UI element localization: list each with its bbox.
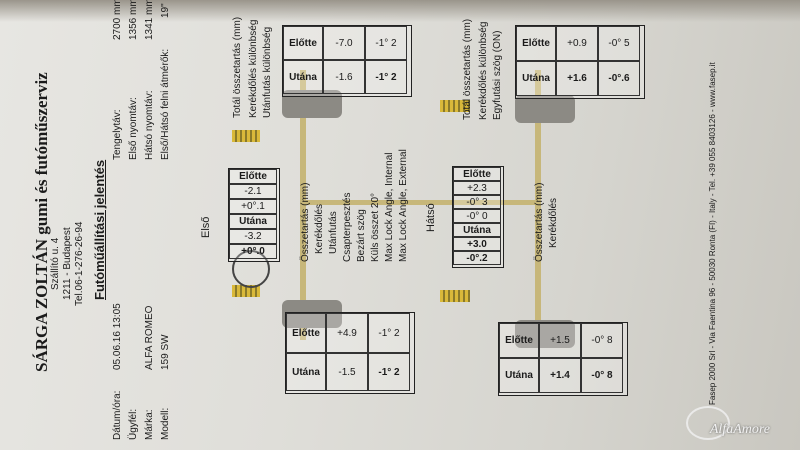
front-right-table: Előtte -7.0 -1° 2 Utána -1.6 -1° 2 (282, 25, 412, 97)
label-wheelbase: Tengelytáv: (112, 109, 123, 160)
front-left-col-after: Utána (286, 353, 326, 391)
front-label-lock-ext: Max Lock Angle, External (398, 149, 409, 262)
front-label-included: Bezárt szög (356, 209, 367, 262)
front-right-spring (232, 130, 260, 142)
rear-left-col-before: Előtte (499, 323, 539, 358)
company-name: SÁRGA ZOLTÁN gumi és futóműszerviz (32, 72, 51, 372)
front-left-before-1: +4.9 (326, 313, 368, 353)
value-make: ALFA ROMEO (144, 305, 155, 370)
rear-section-title: Hátsó (425, 203, 437, 232)
front-left-spring (232, 285, 260, 297)
front-center-col-after: Utána (229, 214, 277, 229)
rear-center-table: Előtte +2.3 -0° 3 -0° 0 Utána +3.0 -0°.2 (452, 166, 504, 268)
chassis-line (306, 200, 536, 205)
rear-left-after-1: +1.4 (539, 358, 581, 393)
value-date: 05.06.16 13:05 (112, 303, 123, 370)
rear-axle-line (535, 70, 541, 340)
front-right-before-2: -1° 2 (365, 26, 407, 60)
footer-text: Fasep 2000 Srl - Via Faentina 96 - 50030… (708, 62, 717, 405)
rear-center-after-2: -0°.2 (453, 251, 501, 265)
value-front-track: 1356 mm (128, 0, 139, 40)
rear-left-table: Előtte +1.5 -0° 8 Utána +1.4 -0° 8 (498, 322, 628, 396)
value-rear-track: 1341 mm (144, 0, 155, 40)
front-right-col-before: Előtte (283, 26, 323, 60)
front-left-table: Előtte +4.9 -1° 2 Utána -1.5 -1° 2 (285, 312, 415, 394)
front-label-caster-diff: Utánfutás különbség (262, 26, 273, 118)
front-center-table: Előtte -2.1 +0°.1 Utána -3.2 +0°.0 (228, 168, 280, 262)
company-address-1: Szállító u. 4 (50, 237, 61, 290)
front-label-caster: Utánfutás (328, 211, 339, 254)
label-rim-diameter: Első/Hátsó felni átmérők: (160, 48, 171, 160)
rear-center-before-2: -0° 3 (453, 195, 501, 209)
rear-label-thrust: Egyfutási szög (ON) (492, 30, 503, 120)
front-left-col-before: Előtte (286, 313, 326, 353)
rear-center-col-before: Előtte (453, 167, 501, 181)
rear-left-before-2: -0° 8 (581, 323, 623, 358)
rear-label-total-toe: Totál összetartás (mm) (462, 18, 473, 120)
steering-wheel-icon (232, 250, 270, 288)
front-label-kpi: Csapterpesztés (342, 192, 353, 262)
front-axle-line (300, 70, 306, 340)
front-left-before-2: -1° 2 (368, 313, 410, 353)
front-label-lock-int: Max Lock Angle, Internal (384, 152, 395, 262)
label-date: Dátum/óra: (112, 390, 123, 440)
rear-center-after-1: +3.0 (453, 237, 501, 251)
rear-right-after-2: -0°.6 (598, 61, 640, 96)
rear-center-before-3: -0° 0 (453, 209, 501, 223)
front-center-before-1: -2.1 (229, 184, 277, 199)
rear-right-wheel (515, 95, 575, 123)
company-phone: Tel.06-1-276-26-94 (74, 221, 85, 307)
front-section-title: Első (200, 216, 212, 238)
front-label-toe-out: Küls összet 20° (370, 192, 381, 262)
front-label-toe: Összetartás (mm) (300, 182, 311, 262)
front-right-after-1: -1.6 (323, 60, 365, 94)
rear-left-spring (440, 290, 470, 302)
rear-left-col-after: Utána (499, 358, 539, 393)
front-right-col-after: Utána (283, 60, 323, 94)
rear-left-wheel (515, 320, 575, 348)
value-rim-diameter: 19" (160, 3, 171, 18)
report-title: Futóműállítási jelentés (92, 159, 107, 300)
front-label-camber: Kerékdőlés (314, 203, 325, 254)
label-model: Modell: (160, 407, 171, 440)
front-left-after-1: -1.5 (326, 353, 368, 391)
rear-right-before-2: -0° 5 (598, 26, 640, 61)
front-center-after-2: +0°.0 (229, 244, 277, 259)
rear-right-after-1: +1.6 (556, 61, 598, 96)
rear-center-before-1: +2.3 (453, 181, 501, 195)
rear-left-after-2: -0° 8 (581, 358, 623, 393)
rear-right-table: Előtte +0.9 -0° 5 Utána +1.6 -0°.6 (515, 25, 645, 99)
front-right-after-2: -1° 2 (365, 60, 407, 94)
rear-left-before-1: +1.5 (539, 323, 581, 358)
rear-label-camber: Kerékdőlés (548, 197, 559, 248)
front-center-after-1: -3.2 (229, 229, 277, 244)
value-model: 159 SW (160, 334, 171, 370)
label-rear-track: Hátsó nyomtáv: (144, 90, 155, 160)
rear-right-spring (440, 100, 470, 112)
rear-right-col-before: Előtte (516, 26, 556, 61)
rear-label-camber-diff: Kerékdőlés különbség (478, 21, 489, 120)
front-right-wheel (282, 90, 342, 118)
alfa-logo-icon (686, 406, 730, 440)
rear-center-col-after: Utána (453, 223, 501, 237)
company-address-2: 1211 - Budapest (62, 227, 73, 300)
watermark: AlfaAmore (709, 422, 770, 437)
front-label-camber-diff: Kerékdőlés különbség (248, 19, 259, 118)
front-center-col-before: Előtte (229, 169, 277, 184)
rear-right-col-after: Utána (516, 61, 556, 96)
label-make: Márka: (144, 409, 155, 440)
rear-right-before-1: +0.9 (556, 26, 598, 61)
rear-label-toe: Összetartás (mm) (534, 182, 545, 262)
front-center-before-2: +0°.1 (229, 199, 277, 214)
front-left-wheel (282, 300, 342, 328)
front-left-after-2: -1° 2 (368, 353, 410, 391)
value-wheelbase: 2700 mm (112, 0, 123, 40)
front-label-total-toe: Totál összetartás (mm) (232, 16, 243, 118)
front-right-before-1: -7.0 (323, 26, 365, 60)
label-front-track: Első nyomtáv: (128, 97, 139, 160)
label-customer: Ügyfél: (128, 408, 139, 440)
paper-shadow (0, 0, 800, 22)
